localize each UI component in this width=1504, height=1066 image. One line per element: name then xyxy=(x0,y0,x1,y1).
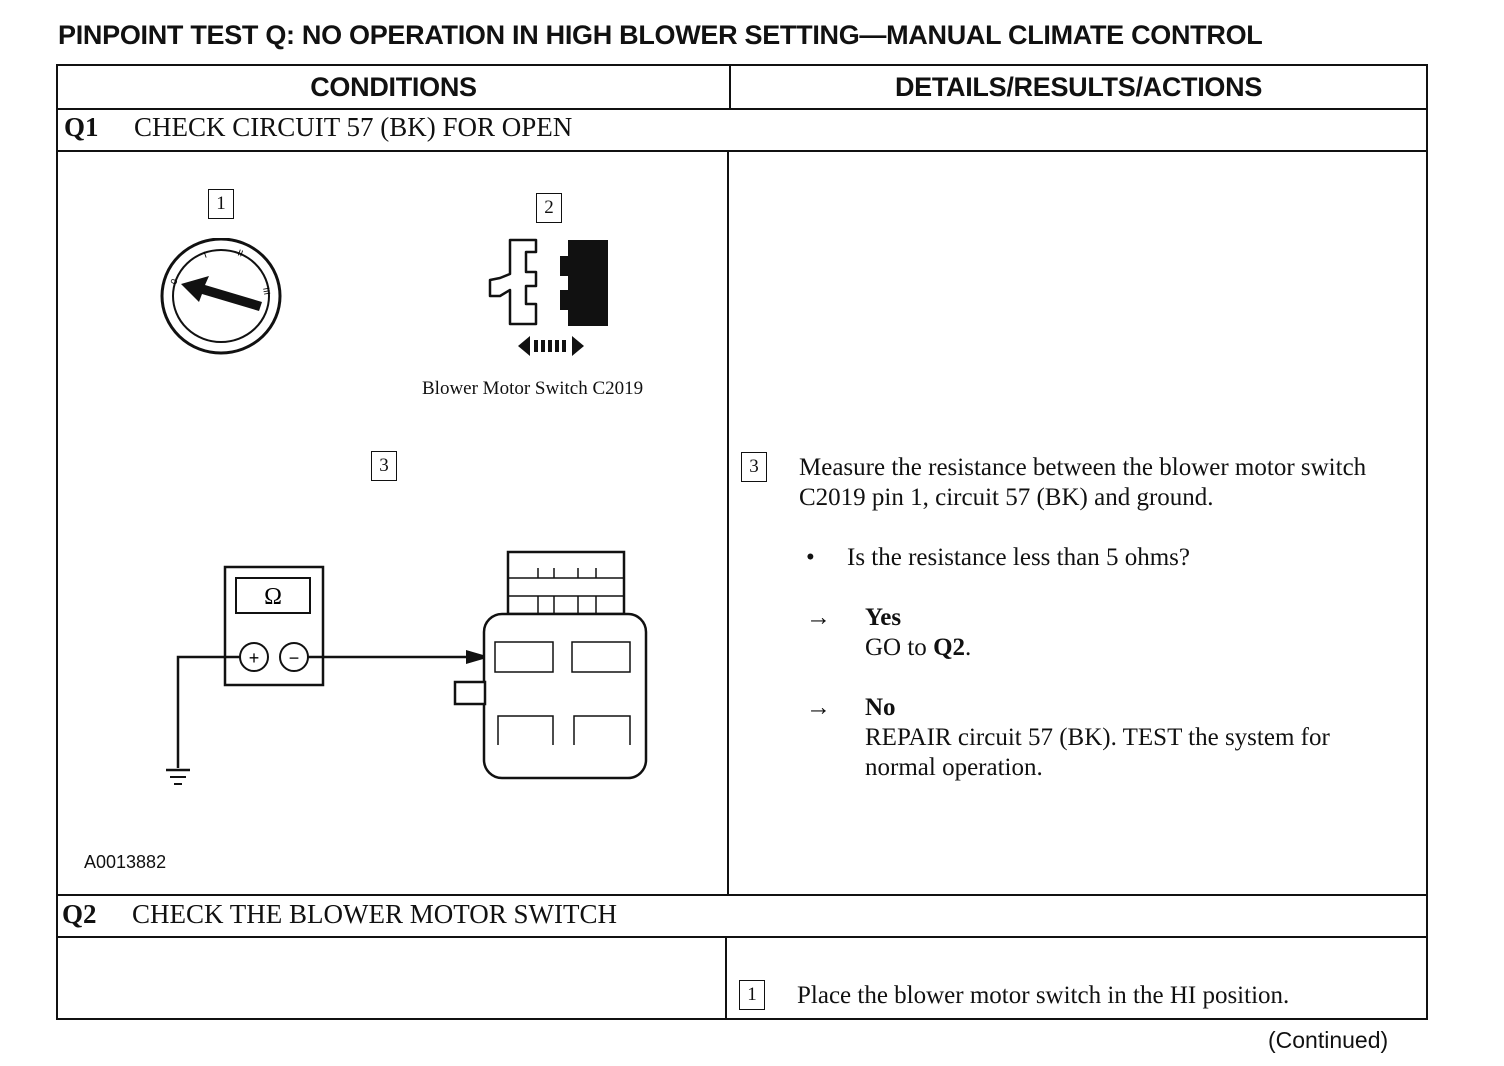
q2-title: CHECK THE BLOWER MOTOR SWITCH xyxy=(132,899,617,929)
q1-header: Q1 CHECK CIRCUIT 57 (BK) FOR OPEN xyxy=(64,112,572,143)
ground-symbol-icon xyxy=(166,768,190,785)
action-step-3-box: 3 xyxy=(741,452,767,482)
q1-title: CHECK CIRCUIT 57 (BK) FOR OPEN xyxy=(134,112,573,142)
q1-title-divider xyxy=(56,150,1428,152)
q2-number: Q2 xyxy=(62,899,97,929)
q1-instruction: Measure the resistance between the blowe… xyxy=(799,454,1367,511)
figure-step-1-box: 1 xyxy=(208,189,234,219)
dial-mark-0: 0 xyxy=(168,278,179,286)
resistance-measurement-diagram: Ω + − xyxy=(166,550,648,785)
ohmmeter-symbol: Ω xyxy=(264,584,282,610)
q2-instruction: Place the blower motor switch in the HI … xyxy=(797,982,1290,1009)
figure-code: A0013882 xyxy=(84,852,167,872)
q2-header: Q2 CHECK THE BLOWER MOTOR SWITCH xyxy=(62,899,617,930)
yes-label: Yes xyxy=(865,604,902,631)
no-arrow-icon: → xyxy=(806,694,831,721)
continued-note: (Continued) xyxy=(1268,1027,1389,1053)
connector-label: Blower Motor Switch C2019 xyxy=(422,378,644,399)
connector-disconnect-icon xyxy=(488,238,608,356)
blower-switch-connector-face xyxy=(453,550,648,780)
dial-mark-II: II xyxy=(236,247,244,258)
ignition-switch-off-icon: 0 I II III xyxy=(160,238,282,355)
header-divider xyxy=(56,108,1428,110)
question-bullet: • xyxy=(806,544,815,571)
pinpoint-table xyxy=(56,64,1428,1020)
no-label: No xyxy=(865,694,896,721)
yes-arrow-icon: → xyxy=(806,604,831,631)
q2-top-divider xyxy=(56,894,1428,896)
q1-question: Is the resistance less than 5 ohms? xyxy=(847,544,1190,571)
q2-title-divider xyxy=(56,936,1428,938)
column-header-conditions: CONDITIONS xyxy=(310,71,477,102)
figure-step-3-box: 3 xyxy=(371,451,397,481)
no-action: REPAIR circuit 57 (BK). TEST the system … xyxy=(865,724,1330,781)
yes-action: GO to Q2. xyxy=(865,633,971,663)
yes-action-prefix: GO to xyxy=(865,634,934,661)
column-header-details: DETAILS/RESULTS/ACTIONS xyxy=(894,71,1263,102)
column-divider-q1 xyxy=(727,150,729,894)
column-divider-q2 xyxy=(725,936,727,1020)
meter-minus-terminal: − xyxy=(289,648,300,668)
yes-action-target: Q2 xyxy=(933,634,966,661)
yes-action-suffix: . xyxy=(965,634,972,661)
figure-step-2-box: 2 xyxy=(536,193,562,223)
column-divider-header xyxy=(729,64,731,108)
dial-mark-III: III xyxy=(261,287,272,296)
action-step-1-box: 1 xyxy=(739,980,765,1010)
dial-mark-I: I xyxy=(202,250,208,260)
page-title: PINPOINT TEST Q: NO OPERATION IN HIGH BL… xyxy=(58,20,1263,50)
q1-number: Q1 xyxy=(64,112,99,142)
meter-plus-terminal: + xyxy=(249,648,260,668)
